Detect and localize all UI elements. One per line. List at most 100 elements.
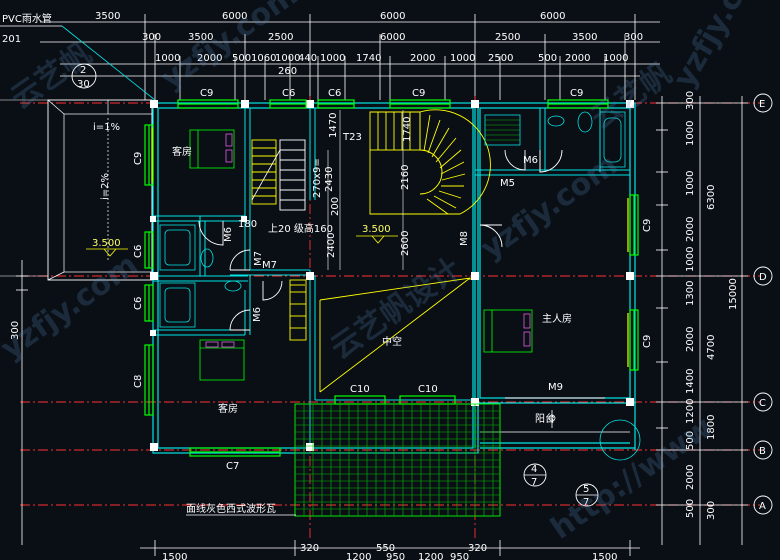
door-label: M6 — [223, 227, 234, 242]
dim-label: 6000 — [222, 11, 247, 22]
detail-tag-sheet: 7 — [531, 477, 537, 488]
top-dims-row2: 300 3500 2500 6000 2500 3500 300 — [142, 32, 643, 43]
room-label-bedroom-nw: 客房 — [172, 145, 192, 158]
dim-label: 500 — [685, 499, 696, 518]
window-label: C9 — [642, 335, 653, 348]
dim-label: 2000 — [685, 327, 696, 352]
room-label-balcony: 阳台 — [535, 412, 555, 425]
detail-tag-mid: 4 7 — [523, 463, 547, 488]
dim-label: 500 — [538, 53, 557, 64]
window-labels: C9 C6 C6 C9 C9 C9 C9 C6 C6 C8 C10 C10 C9… — [133, 88, 653, 472]
door-label: M5 — [500, 178, 515, 189]
stair-dim: 200 — [330, 197, 341, 216]
windows — [144, 99, 639, 457]
window-label: C6 — [328, 88, 341, 99]
dim-label: 1740 — [356, 53, 381, 64]
dim-label: 1500 — [162, 552, 187, 560]
left-roof-area — [0, 99, 153, 281]
pvc-label: PVC雨水管 — [2, 12, 52, 25]
doors — [198, 149, 563, 331]
detail-tag-num: 2 — [80, 65, 86, 76]
top-dims-row1: 3500 6000 6000 6000 — [95, 11, 565, 22]
top-dims-row3: 1000 2000 500 1060 1000 440 1000 1740 20… — [155, 53, 628, 77]
room-label-master: 主人房 — [542, 312, 572, 325]
window-label: C9 — [133, 152, 144, 165]
straight-stair — [251, 139, 307, 341]
axis-label-e: E — [759, 99, 765, 110]
stair-break-line — [251, 149, 281, 201]
slope-label: i=1% — [93, 122, 120, 133]
axis-label-c: C — [759, 398, 766, 409]
dim-label: 6000 — [380, 32, 405, 43]
detail-tag-sheet: 7 — [583, 497, 589, 508]
dim-label: 6000 — [380, 11, 405, 22]
dim-label: 550 — [376, 543, 395, 554]
stair-dim: 2160 — [400, 165, 411, 190]
dim-label: 950 — [450, 552, 469, 560]
dim-label: 3500 — [572, 32, 597, 43]
dim-label: 1000 — [685, 171, 696, 196]
window-label: C9 — [570, 88, 583, 99]
dim-label: 440 — [298, 53, 317, 64]
axis-label-a: A — [759, 501, 766, 512]
dim-label: 1000 — [685, 247, 696, 272]
elevation-marker-left: 3.500 — [86, 238, 128, 257]
stair-dimensions: 1470 1740 270x9= 2430 2160 200 2400 2600… — [238, 110, 413, 270]
detail-tag-num: 4 — [531, 464, 537, 475]
top-dimension-lines — [40, 14, 660, 100]
window-label: C6 — [133, 297, 144, 310]
window-label: C7 — [226, 461, 239, 472]
pvc-number: 201 — [2, 34, 21, 45]
dim-label: 1400 — [685, 369, 696, 394]
window-label: C9 — [200, 88, 213, 99]
roof-note: 面线灰色西式波形瓦 — [186, 502, 296, 516]
detail-tag-left: 2 30 — [71, 63, 97, 90]
elevation-value: 3.500 — [362, 224, 391, 235]
dim-label: 2000 — [410, 53, 435, 64]
room-label-bedroom-sw: 客房 — [218, 402, 238, 415]
dim-label: 1200 — [418, 552, 443, 560]
void-outline — [319, 277, 471, 393]
dim-label: 1060 — [251, 53, 276, 64]
dim-label: 2000 — [685, 217, 696, 242]
watermark-text: 云艺帆 — [5, 36, 99, 116]
dim-label: 2000 — [565, 53, 590, 64]
stair-code: T23 — [342, 132, 362, 143]
window-label: C10 — [418, 384, 438, 395]
door-labels: M6 M7 M7 M6 M5 M6 M8 — [223, 155, 538, 322]
dim-label: 1200 — [685, 399, 696, 424]
detail-tag-sheet: 30 — [77, 79, 90, 90]
watermark-text: yzfjy.com — [667, 0, 776, 94]
door-label: M7 — [262, 260, 277, 271]
dim-label: 2500 — [495, 32, 520, 43]
dim-label: 1000 — [450, 53, 475, 64]
interior-walls — [153, 103, 630, 448]
watermark-text: 云艺帆设计 — [325, 252, 468, 367]
window-label: C6 — [282, 88, 295, 99]
window-label: C10 — [350, 384, 370, 395]
window-label: C6 — [133, 245, 144, 258]
dim-label: 2500 — [268, 32, 293, 43]
dim-total: 15000 — [728, 278, 739, 310]
room-label-void: 中空 — [382, 335, 402, 348]
dim-label: 500 — [232, 53, 251, 64]
stair-dim: 270x9= — [312, 158, 323, 198]
elevation-value: 3.500 — [92, 238, 121, 249]
right-dimension-lines — [656, 96, 748, 545]
dim-label: 2500 — [488, 53, 513, 64]
window-label: C8 — [133, 375, 144, 388]
bottom-dimension-lines — [140, 540, 640, 556]
door-label: M6 — [252, 307, 263, 322]
stair-dim: 2600 — [400, 231, 411, 256]
window-sill-yellow — [151, 128, 629, 367]
pvc-downpipe-note: PVC雨水管 201 — [0, 12, 156, 101]
dim-label: 1500 — [592, 552, 617, 560]
dim-label: 300 — [10, 321, 21, 340]
stair-dim: 1470 — [328, 113, 339, 138]
beds — [189, 129, 533, 381]
dim-label: 2000 — [197, 53, 222, 64]
window-label: C9 — [642, 219, 653, 232]
structural-columns — [150, 100, 634, 451]
dim-label: 260 — [278, 66, 297, 77]
